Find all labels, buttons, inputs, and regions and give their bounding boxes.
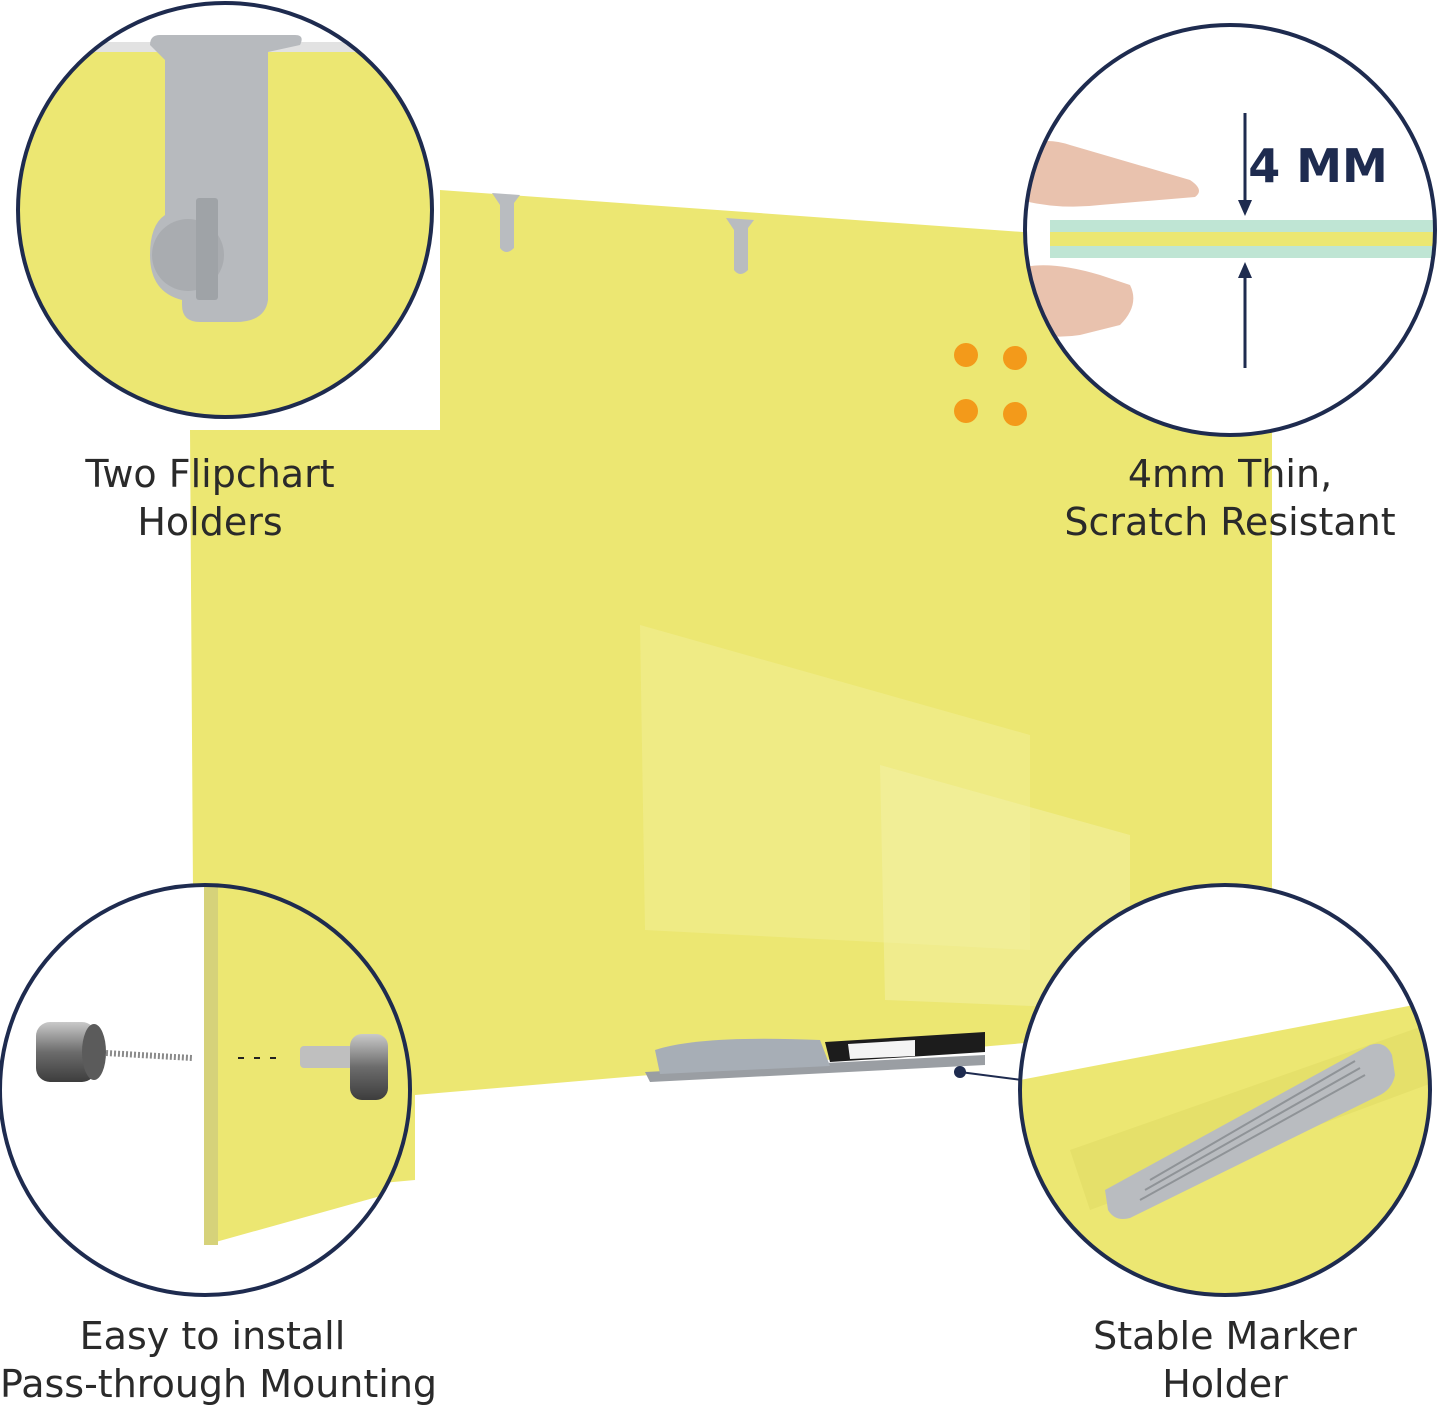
magnet <box>1003 402 1027 426</box>
thickness-detail: 4 MM <box>1023 23 1437 437</box>
magnet <box>1003 346 1027 370</box>
standoff-base-icon <box>350 1034 388 1100</box>
caption-line: Easy to install <box>79 1314 346 1358</box>
caption-thin-scratch-resistant: 4mm Thin, Scratch Resistant <box>1030 450 1430 546</box>
finger-bottom <box>1025 265 1134 337</box>
board-hook-right <box>726 218 754 274</box>
caption-line: Holders <box>137 500 283 544</box>
mounting-detail <box>0 883 412 1297</box>
caption-line: Pass-through Mounting <box>0 1362 438 1406</box>
marker-holder-detail <box>1018 883 1432 1297</box>
glass-board <box>190 190 1272 1200</box>
flipchart-holder-detail <box>16 1 434 419</box>
magnet <box>954 343 978 367</box>
board-hook-left <box>492 193 520 252</box>
standoff-cap-icon <box>36 1022 96 1082</box>
caption-flipchart-holders: Two Flipchart Holders <box>20 450 400 546</box>
caption-pass-through-mounting: Easy to install Pass-through Mounting <box>0 1312 438 1408</box>
caption-line: 4mm Thin, <box>1127 452 1333 496</box>
caption-line: Two Flipchart <box>85 452 335 496</box>
caption-marker-holder: Stable Marker Holder <box>1030 1312 1420 1408</box>
callout-connector <box>954 1066 1023 1081</box>
finger-top <box>1025 141 1199 207</box>
magnet-group <box>954 343 1027 426</box>
caption-line: Scratch Resistant <box>1064 500 1396 544</box>
caption-line: Stable Marker <box>1093 1314 1357 1358</box>
magnet <box>954 399 978 423</box>
caption-line: Holder <box>1162 1362 1288 1406</box>
marker-tray <box>645 1032 985 1082</box>
thickness-badge: 4 MM <box>1248 139 1388 193</box>
